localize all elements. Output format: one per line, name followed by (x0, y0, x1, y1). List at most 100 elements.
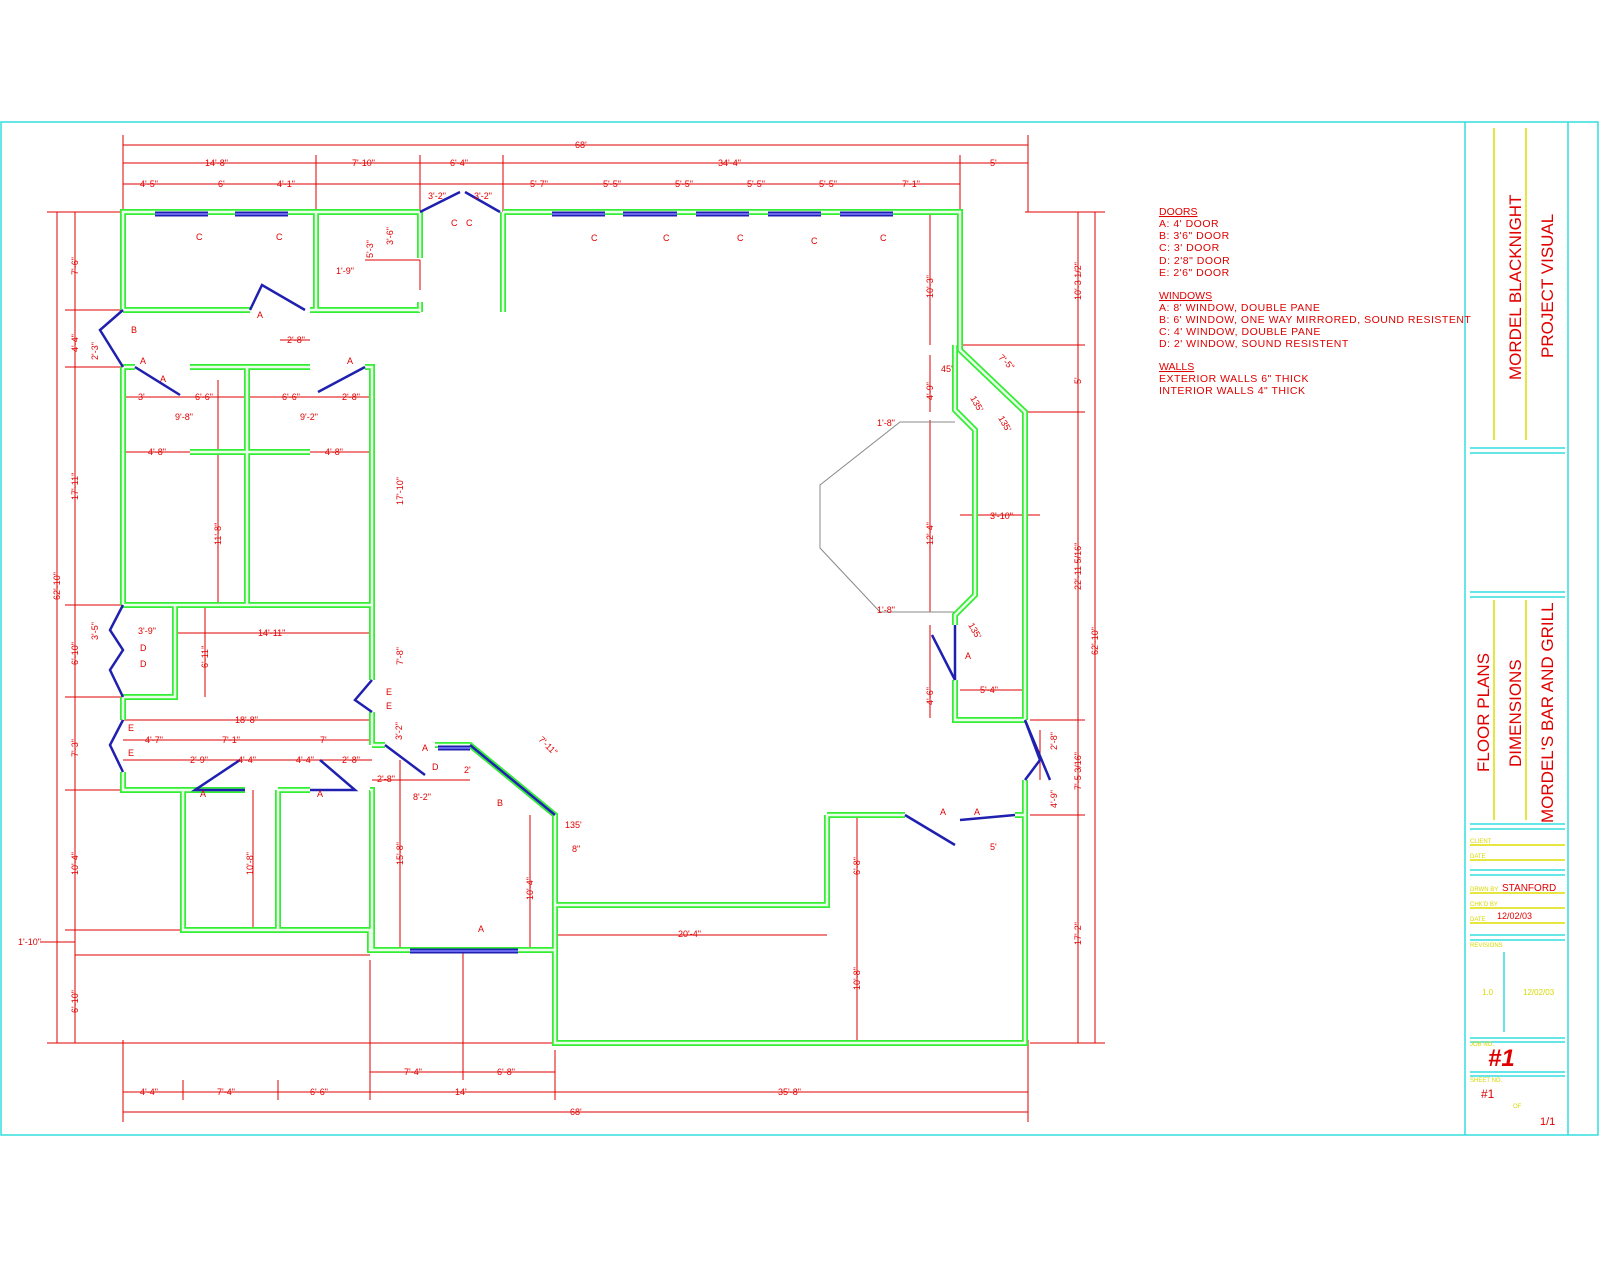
title-block: MORDEL BLACKNIGHT PROJECT VISUAL FLOOR P… (1470, 128, 1565, 1128)
legend-item: D: 2'8" DOOR (1159, 255, 1230, 267)
dim-label: 3'-2" (474, 191, 492, 201)
dim-label: 135' (966, 621, 983, 641)
dim-label: 14'-8" (205, 158, 228, 168)
designer-name: MORDEL BLACKNIGHT (1506, 195, 1525, 380)
tag: C (466, 218, 473, 228)
job-number: #1 (1488, 1045, 1515, 1072)
client-name: MORDEL'S BAR AND GRILL (1538, 602, 1557, 823)
dim-label: 10'-8" (245, 852, 255, 875)
dim-label: 2'-9" (190, 755, 208, 765)
dim-label: 7'-3" (70, 739, 80, 757)
sheet-title: FLOOR PLANS (1474, 653, 1493, 772)
dimension-lines (40, 135, 1105, 1122)
tag: C (880, 233, 887, 243)
door-tags: A A A B B C C C C C C C C C D D D E E E … (128, 218, 980, 934)
dim-label: 17'-10" (395, 477, 405, 505)
dim-label: 1'-9" (336, 266, 354, 276)
dim-label: 4'-9" (1049, 790, 1059, 808)
dim-label: 9'-2" (300, 412, 318, 422)
page-count: 1/1 (1540, 1116, 1555, 1128)
tag: C (276, 232, 283, 242)
dim-label: 10'-4" (70, 852, 80, 875)
dim-label: 6'-10" (70, 990, 80, 1013)
dim-label: 4'-4" (296, 755, 314, 765)
dim-label: 2'-8" (342, 755, 360, 765)
dim-label: 3'-10" (990, 511, 1013, 521)
drawn-by: STANFORD (1502, 883, 1556, 894)
dim-label: 2'-8" (342, 392, 360, 402)
dim-label: 10'-3" (925, 275, 935, 298)
legend-doors-title: DOORS (1159, 206, 1198, 218)
dim-label: 20'-4" (678, 929, 701, 939)
dim-label: 17'-11" (70, 473, 80, 500)
project-name: PROJECT VISUAL (1538, 214, 1557, 358)
dim-top-total: 68' (575, 140, 587, 150)
dim-label: 5'-4" (980, 685, 998, 695)
job-no-label: JOB NO. (1470, 1042, 1494, 1048)
dims-top-row2: 14'-8" 7'-10" 6'-4" 34'-4" 5' (205, 158, 997, 168)
dim-label: 1'-8" (877, 418, 895, 428)
dim-label: 6'-11" (200, 646, 210, 668)
dim-label: 5'-5" (603, 179, 621, 189)
tag: D (140, 659, 147, 669)
legend-item: C: 4' WINDOW, DOUBLE PANE (1159, 326, 1321, 338)
dim-label: 18'-8" (235, 715, 258, 725)
dim-label: 7'-6" (70, 257, 80, 275)
dim-label: 2'-8" (1049, 732, 1059, 750)
dim-label: 6'-6" (195, 392, 213, 402)
dim-label: 10'-8" (852, 967, 862, 990)
dim-label: 5' (990, 842, 997, 852)
revisions-label: REVISIONS (1470, 943, 1503, 949)
legend: DOORS A: 4' DOOR B: 3'6" DOOR C: 3' DOOR… (1159, 206, 1471, 397)
tag: A (478, 924, 484, 934)
dim-label: 34'-4" (718, 158, 741, 168)
dims-top-row3: 4'-5" 6' 4'-1" 3'-2" 3'-2" 5'-7" 5'-5" 5… (140, 179, 920, 201)
tag: A (347, 356, 353, 366)
date-label: DATE (1470, 854, 1486, 860)
dim-label: 5' (1073, 377, 1083, 384)
dim-label: 5'-7" (530, 179, 548, 189)
dim-label: 45' (941, 364, 953, 374)
dim-label: 4'-9" (925, 382, 935, 400)
dim-label: 7'-11" (537, 734, 560, 757)
dim-label: 135' (968, 394, 985, 414)
dim-label: 7'-4" (404, 1067, 422, 1077)
dim-label: 5'-5" (675, 179, 693, 189)
tag: C (451, 218, 458, 228)
dim-label: 135' (996, 414, 1013, 434)
dim-label: 17'-2" (1073, 922, 1083, 945)
tag: A (140, 356, 146, 366)
date-label: DATE (1470, 917, 1486, 923)
dim-label: 4'-5" (140, 179, 158, 189)
dim-label: 5'-5" (747, 179, 765, 189)
dim-label: 4'-8" (148, 447, 166, 457)
dim-label: 4'-4" (238, 755, 256, 765)
legend-item: A: 4' DOOR (1159, 218, 1219, 230)
tag: B (131, 325, 137, 335)
dim-label: 7' (320, 735, 327, 745)
legend-item: B: 3'6" DOOR (1159, 230, 1230, 242)
dim-label: 6'-4" (450, 158, 468, 168)
dim-label: 7'-1" (222, 735, 240, 745)
dim-label: 5'-3" (365, 240, 375, 258)
sheet-no-label: SHEET NO. (1470, 1078, 1503, 1084)
dim-label: 15'-8" (395, 842, 405, 865)
tag: C (663, 233, 670, 243)
dim-label: 2' (464, 765, 471, 775)
dim-label: 2'-8" (287, 335, 305, 345)
dim-label: 7'-4" (217, 1087, 235, 1097)
legend-walls-title: WALLS (1159, 361, 1194, 373)
tag: D (432, 762, 439, 772)
legend-item: D: 2' WINDOW, SOUND RESISTENT (1159, 338, 1349, 350)
dim-label: 1'-8" (877, 605, 895, 615)
drawn-by-label: DRWN BY (1470, 887, 1498, 893)
sheet-border (0, 121, 1599, 1136)
dims-interior: 3'-6" 5'-3" 1'-9" 2'-8" 3' 6'-6" 6'-6" 2… (90, 227, 1059, 990)
tag: C (811, 236, 818, 246)
dim-label: 12'-4" (925, 522, 935, 545)
dim-label: 10'-3 1/2" (1073, 262, 1083, 300)
dim-label: 35'-8" (778, 1087, 801, 1097)
dim-left-total: 62'-10" (52, 572, 62, 600)
legend-item: A: 8' WINDOW, DOUBLE PANE (1159, 302, 1320, 314)
